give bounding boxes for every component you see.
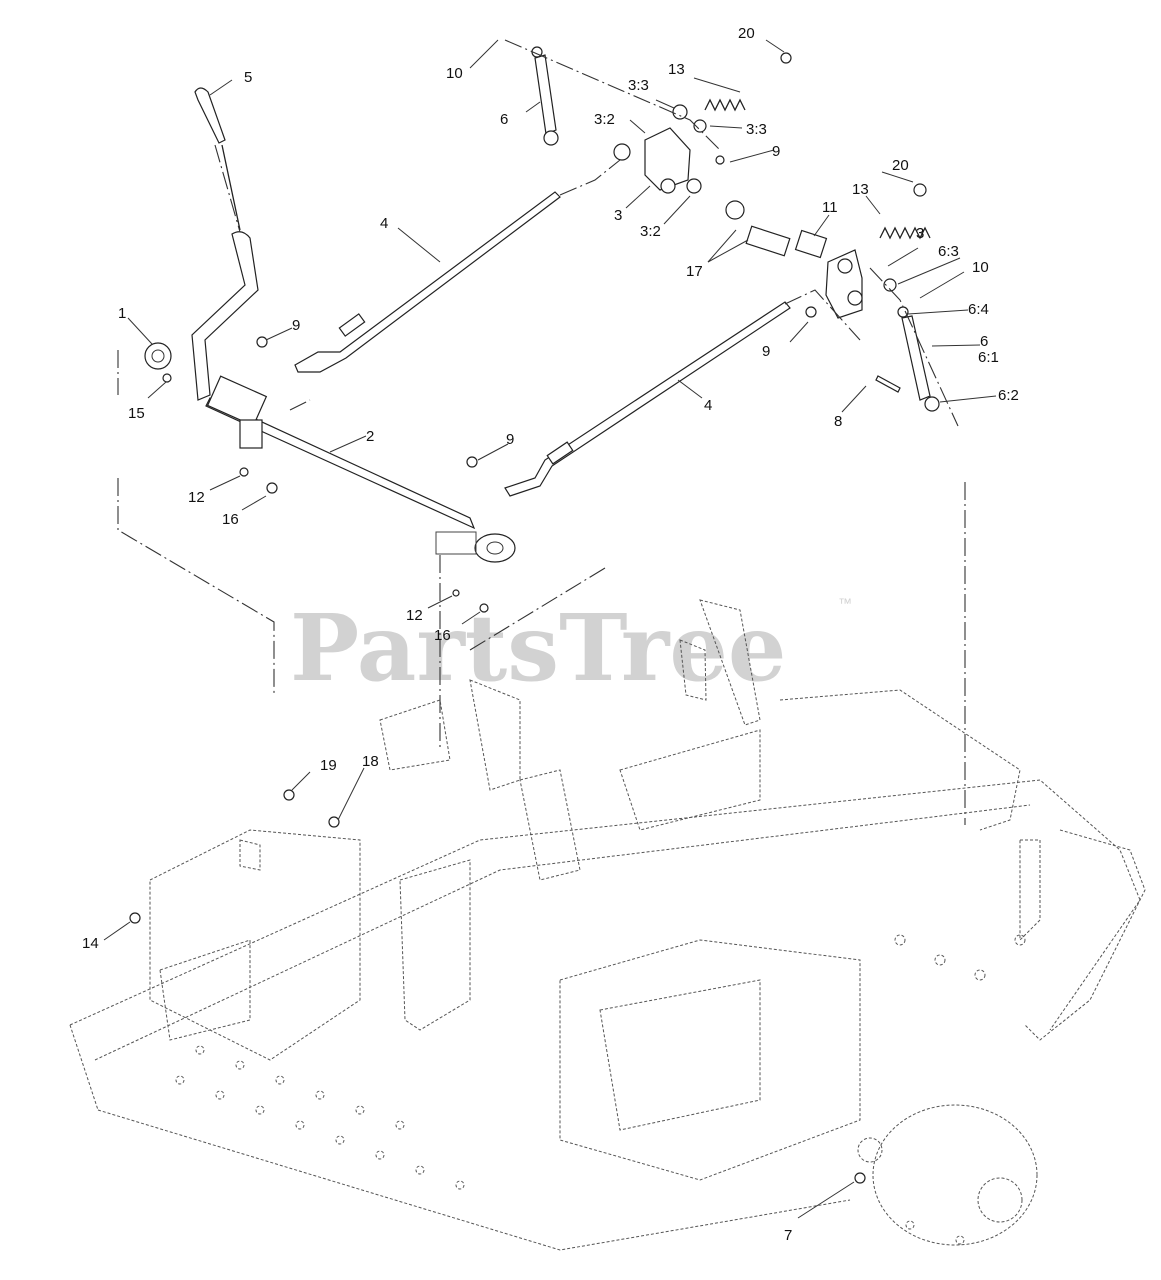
callout-12-lower: 12 [406,607,423,624]
pin-right [875,375,901,393]
lever-bent-arm [191,231,259,401]
leader-lines [103,39,997,1219]
callout-20-upper: 20 [738,25,755,42]
alignment-line-right [869,267,959,427]
callout-6-1: 6:1 [978,349,999,366]
callout-3-3-upper: 3:3 [628,77,649,94]
callout-9-left: 9 [292,317,300,334]
callout-3-right: 3 [916,225,924,242]
callout-18: 18 [362,753,379,770]
callout-19: 19 [320,757,337,774]
watermark: PartsTree ™ [290,594,852,702]
callout-1: 1 [118,305,126,322]
callout-14: 14 [82,935,99,952]
callout-4-lower: 4 [704,397,712,414]
link-upper [534,54,557,135]
callout-6-right: 6 [980,333,988,350]
axle-housing [857,1104,1038,1246]
pivot-arm-right [745,183,927,319]
callout-11: 11 [822,199,838,216]
callout-9-lower: 9 [506,431,514,448]
pivot-bracket-left [144,342,172,370]
frame-holes [175,934,1026,1245]
frame-washer-18 [328,816,340,828]
callout-20-right: 20 [892,157,909,174]
pivot-arm-upper [613,104,745,220]
control-rod-lower [504,301,791,497]
axle-nut-7 [854,1172,866,1184]
alignment-line-right-rod [784,289,861,341]
callout-3-2-upper: 3:2 [594,111,615,128]
callout-6-2: 6:2 [998,387,1019,404]
callout-7: 7 [784,1227,792,1244]
callout-6-4: 6:4 [968,301,989,318]
frame-bolt-14 [129,912,141,924]
lever-handle-line [221,144,241,231]
callout-17: 17 [686,263,703,280]
pivot-bracket-right [435,531,516,563]
guide-lines [117,350,966,825]
callout-4-upper: 4 [380,215,388,232]
frame-bolt-19 [283,789,295,801]
alignment-line-lever [214,144,241,233]
rod-adjuster-lower [546,441,574,465]
callout-9-upper: 9 [772,143,780,160]
cross-shaft [205,397,476,530]
callout-16-lower: 16 [434,627,451,644]
callout-3-3-right: 3:3 [746,121,767,138]
watermark-text: PartsTree [290,594,786,702]
callout-16-upper: 16 [222,511,239,528]
frame-bolt-12 [452,589,460,597]
link-right [901,315,931,401]
control-rod-upper [294,191,561,373]
callout-3-upper: 3 [614,207,622,224]
callout-6-upper: 6 [500,111,508,128]
alignment-line-upper-rod [559,159,621,196]
spring-upper [704,98,746,112]
frame-bushing-16 [479,603,489,613]
callout-3-2-lower: 3:2 [640,223,661,240]
callout-13-upper: 13 [668,61,685,78]
callout-13-right: 13 [852,181,869,198]
callout-10-right: 10 [972,259,989,276]
callout-5: 5 [244,69,252,86]
control-lever [194,87,226,144]
shaft-block [206,375,268,449]
callout-10-upper: 10 [446,65,463,82]
tractor-frame [69,589,1146,1251]
watermark-trademark: ™ [838,595,852,611]
callout-15: 15 [128,405,145,422]
callout-labels: 1 2 3 3 3:2 3:2 3:3 3:3 4 4 5 6 6 6:1 6:… [82,25,1019,1244]
spring-right [879,226,931,240]
rod-adjuster-upper [338,313,366,337]
callout-8: 8 [834,413,842,430]
callout-2: 2 [366,428,374,445]
alignment-line-top [504,39,721,151]
linkage-assembly [144,39,959,563]
callout-9-right: 9 [762,343,770,360]
callout-12-upper: 12 [188,489,205,506]
callout-6-3: 6:3 [938,243,959,260]
